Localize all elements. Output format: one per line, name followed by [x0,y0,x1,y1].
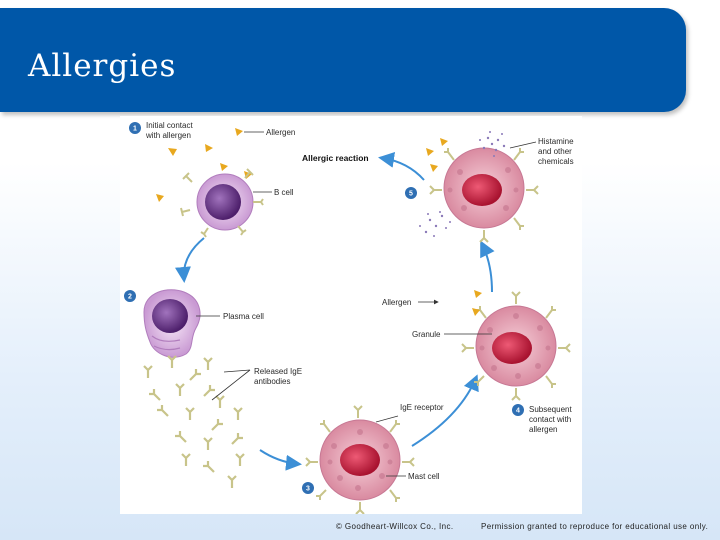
plasma-cell-label: Plasma cell [223,312,264,321]
arrow-step5-to-reaction [378,151,425,181]
step-1-text-line1: Initial contact [146,121,193,130]
copyright-notice: © Goodheart-Willcox Co., Inc. [336,522,454,531]
histamine-particles [419,131,506,237]
step-4-text-line1: Subsequent [529,405,572,414]
mast-cell-step3 [305,405,415,514]
step-4: 4 Subsequent contact with allergen [512,404,572,434]
histamine-label-line3: chemicals [538,157,574,166]
arrow-step1-to-step2 [174,237,205,283]
b-cell [180,168,264,238]
step-1-number: 1 [133,126,137,133]
mast-cell-label: Mast cell [408,472,440,481]
released-ige-label-line2: antibodies [254,377,290,386]
b-cell-receptors [180,168,264,238]
allergic-reaction-label: Allergic reaction [302,153,369,163]
step-2-marker [124,290,136,302]
granule-label: Granule [412,330,441,339]
step-4-text-line3: allergen [529,425,557,434]
step-1-marker [129,122,141,134]
step-3: 3 [302,482,314,494]
step-4-number: 4 [516,408,520,415]
step-5: 5 [405,187,417,199]
step-4-marker [512,404,524,416]
allergen-label-mid: Allergen [382,298,411,307]
histamine-label-line2: and other [538,147,572,156]
mast-cell-step4 [461,290,571,401]
arrow-step4-to-step5 [480,240,495,293]
plasma-cell [143,289,201,358]
page-title: Allergies [28,48,177,84]
step-1: 1 Initial contact with allergen [129,121,193,140]
title-bar: Allergies [0,8,686,112]
permission-notice: Permission granted to reproduce for educ… [481,522,709,531]
allergen-label-top: Allergen [266,128,295,137]
step-2-number: 2 [128,294,132,301]
step-1-text-line2: with allergen [145,131,191,140]
mast-cell-step5 [419,131,539,243]
b-cell-label: B cell [274,188,294,197]
ige-receptor-label: IgE receptor [400,403,444,412]
arrow-step2-to-step3 [259,449,302,471]
step-2: 2 [124,290,136,302]
step-5-marker [405,187,417,199]
arrow-step3-to-step4 [411,374,479,447]
allergen-triangles-top [156,128,252,202]
step-3-marker [302,482,314,494]
step-3-number: 3 [306,486,310,493]
step-5-number: 5 [409,191,413,198]
released-ige-label-line1: Released IgE [254,367,302,376]
allergy-diagram: 1 Initial contact with allergen Allergen… [120,116,582,514]
histamine-label-line1: Histamine [538,137,574,146]
released-ige-antibodies [143,355,245,488]
step-4-text-line2: contact with [529,415,571,424]
